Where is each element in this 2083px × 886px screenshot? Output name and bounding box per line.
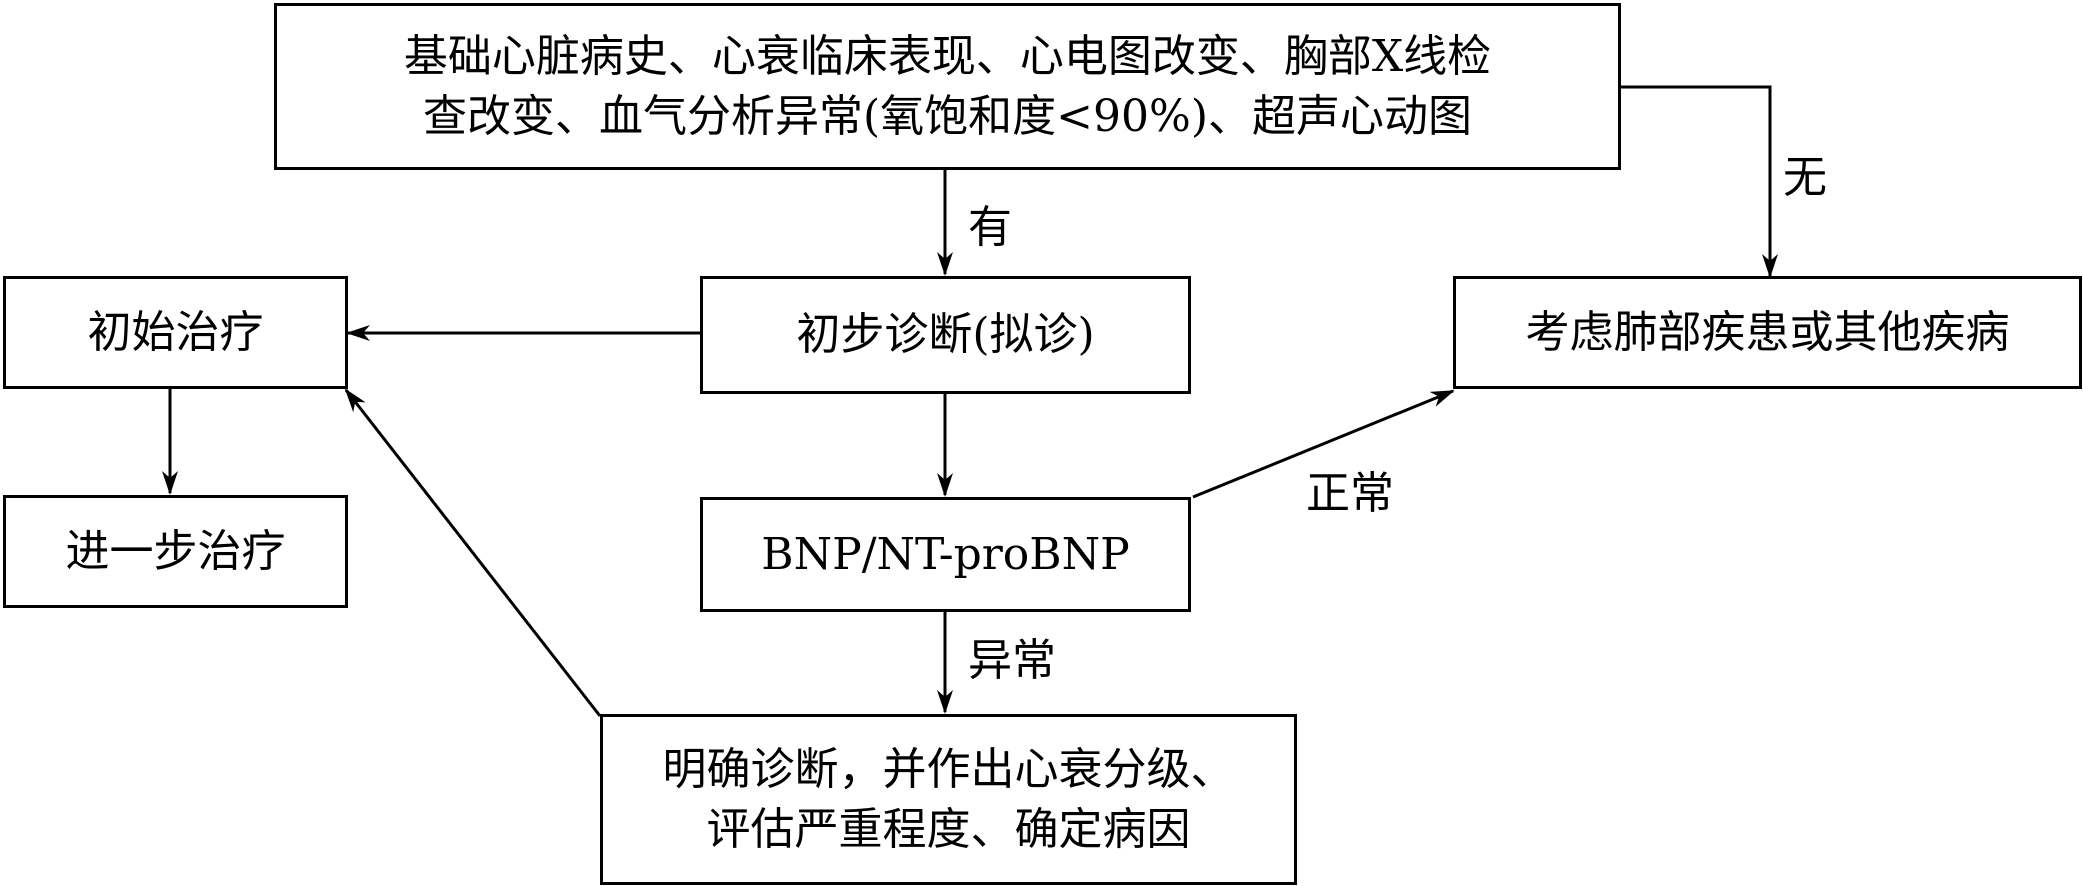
criteria-line-2: 查改变、血气分析异常(氧饱和度<90%)、超声心动图: [422, 90, 1472, 142]
edge-label-no: 无: [1783, 152, 1827, 203]
bnp-label: BNP/NT-proBNP: [761, 528, 1130, 580]
criteria-box: 基础心脏病史、心衰临床表现、心电图改变、胸部X线检 查改变、血气分析异常(氧饱和…: [274, 3, 1621, 170]
criteria-line-1: 基础心脏病史、心衰临床表现、心电图改变、胸部X线检: [403, 30, 1492, 82]
edge-confirm-to-initial-treatment: [344, 388, 602, 717]
other-disease-label: 考虑肺部疾患或其他疾病: [1525, 306, 2010, 358]
edge-bnp-to-other-disease: [1192, 389, 1455, 499]
initial-treatment-label: 初始治疗: [87, 306, 264, 358]
further-treatment-box: 进一步治疗: [3, 495, 348, 608]
preliminary-diagnosis-box: 初步诊断(拟诊): [700, 276, 1191, 394]
preliminary-diagnosis-label: 初步诊断(拟诊): [796, 309, 1095, 360]
other-disease-box: 考虑肺部疾患或其他疾病: [1453, 276, 2082, 389]
confirm-diagnosis-line-2: 评估严重程度、确定病因: [706, 803, 1191, 855]
confirm-diagnosis-line-1: 明确诊断，并作出心衰分级、: [662, 743, 1235, 795]
edge-label-normal: 正常: [1306, 468, 1394, 519]
edge-label-abnormal: 异常: [968, 635, 1056, 686]
bnp-box: BNP/NT-proBNP: [700, 497, 1191, 612]
initial-treatment-box: 初始治疗: [3, 276, 348, 389]
further-treatment-label: 进一步治疗: [65, 525, 286, 577]
edge-label-yes: 有: [968, 202, 1012, 253]
edge-criteria-to-other-disease: [1619, 85, 1778, 278]
confirm-diagnosis-box: 明确诊断，并作出心衰分级、 评估严重程度、确定病因: [600, 714, 1297, 885]
